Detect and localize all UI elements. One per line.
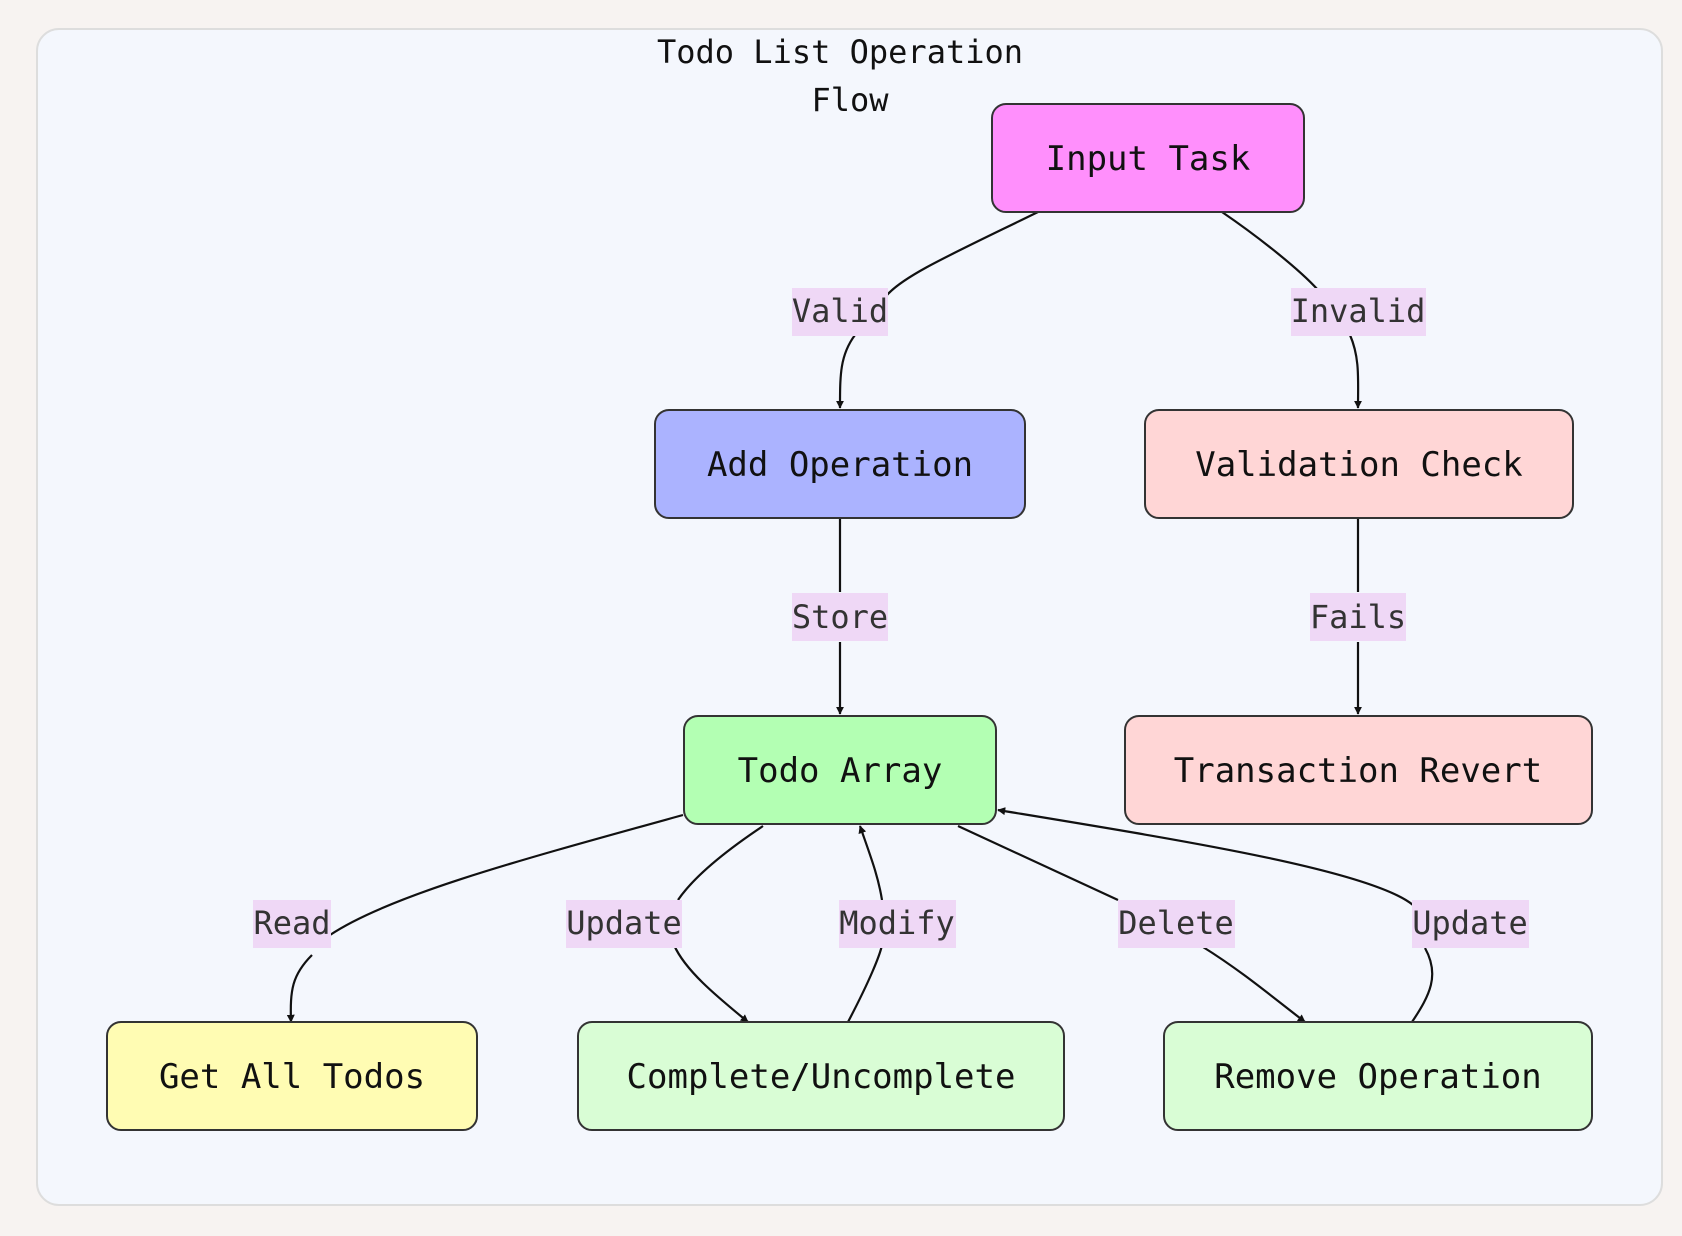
node-add-operation[interactable]: Add Operation xyxy=(654,409,1026,519)
edge-label-invalid: Invalid xyxy=(1291,292,1426,330)
edge-label-update-1-bg xyxy=(566,900,682,948)
edge-label-fails: Fails xyxy=(1310,598,1406,636)
edge-delete xyxy=(957,825,1305,1022)
node-get-all-todos[interactable]: Get All Todos xyxy=(106,1021,478,1131)
diagram-title-line-1: Todo List Operation xyxy=(657,33,1023,71)
edge-label-modify-bg xyxy=(839,900,956,948)
node-input-task-label: Input Task xyxy=(1046,139,1251,179)
node-complete-uncomplete[interactable]: Complete/Uncomplete xyxy=(577,1021,1065,1131)
node-remove-operation[interactable]: Remove Operation xyxy=(1163,1021,1593,1131)
node-transaction-revert[interactable]: Transaction Revert xyxy=(1124,715,1593,825)
node-get-all-todos-label: Get All Todos xyxy=(159,1057,425,1097)
edge-label-store-bg xyxy=(792,593,888,641)
edge-label-read: Read xyxy=(253,904,330,942)
node-complete-uncomplete-label: Complete/Uncomplete xyxy=(627,1057,1016,1097)
edge-label-update-2: Update xyxy=(1412,904,1528,942)
diagram-title-line-2: Flow xyxy=(811,81,889,119)
edge-label-fails-bg xyxy=(1310,593,1406,641)
edge-valid xyxy=(840,211,1039,408)
edges-group xyxy=(291,211,1434,1023)
node-input-task[interactable]: Input Task xyxy=(991,103,1305,213)
edge-update-1 xyxy=(672,825,764,1022)
edge-update-2 xyxy=(998,810,1434,1023)
edge-label-update-2-bg xyxy=(1412,900,1529,948)
node-validation-check-label: Validation Check xyxy=(1195,445,1523,485)
nodes-group: Input Task Add Operation Validation Chec… xyxy=(106,103,1593,1131)
edge-label-invalid-bg xyxy=(1291,288,1426,336)
node-todo-array-label: Todo Array xyxy=(738,751,943,791)
edge-label-store: Store xyxy=(792,598,888,636)
edge-labels-group: Valid Invalid Store Fails Read Update Mo… xyxy=(253,288,1529,948)
edge-invalid xyxy=(1221,211,1358,408)
edge-label-valid-bg xyxy=(792,288,888,336)
node-validation-check[interactable]: Validation Check xyxy=(1144,409,1574,519)
node-remove-operation-label: Remove Operation xyxy=(1214,1057,1542,1097)
edge-label-read-bg xyxy=(253,900,331,948)
edge-modify xyxy=(847,826,884,1023)
edge-label-modify: Modify xyxy=(839,904,955,942)
edge-label-update-1: Update xyxy=(566,904,682,942)
edge-label-delete: Delete xyxy=(1118,904,1234,942)
node-todo-array[interactable]: Todo Array xyxy=(683,715,997,825)
node-add-operation-label: Add Operation xyxy=(707,445,973,485)
edge-label-valid: Valid xyxy=(792,292,888,330)
edge-read xyxy=(291,813,684,1022)
node-transaction-revert-label: Transaction Revert xyxy=(1174,751,1542,791)
edge-label-delete-bg xyxy=(1118,900,1235,948)
